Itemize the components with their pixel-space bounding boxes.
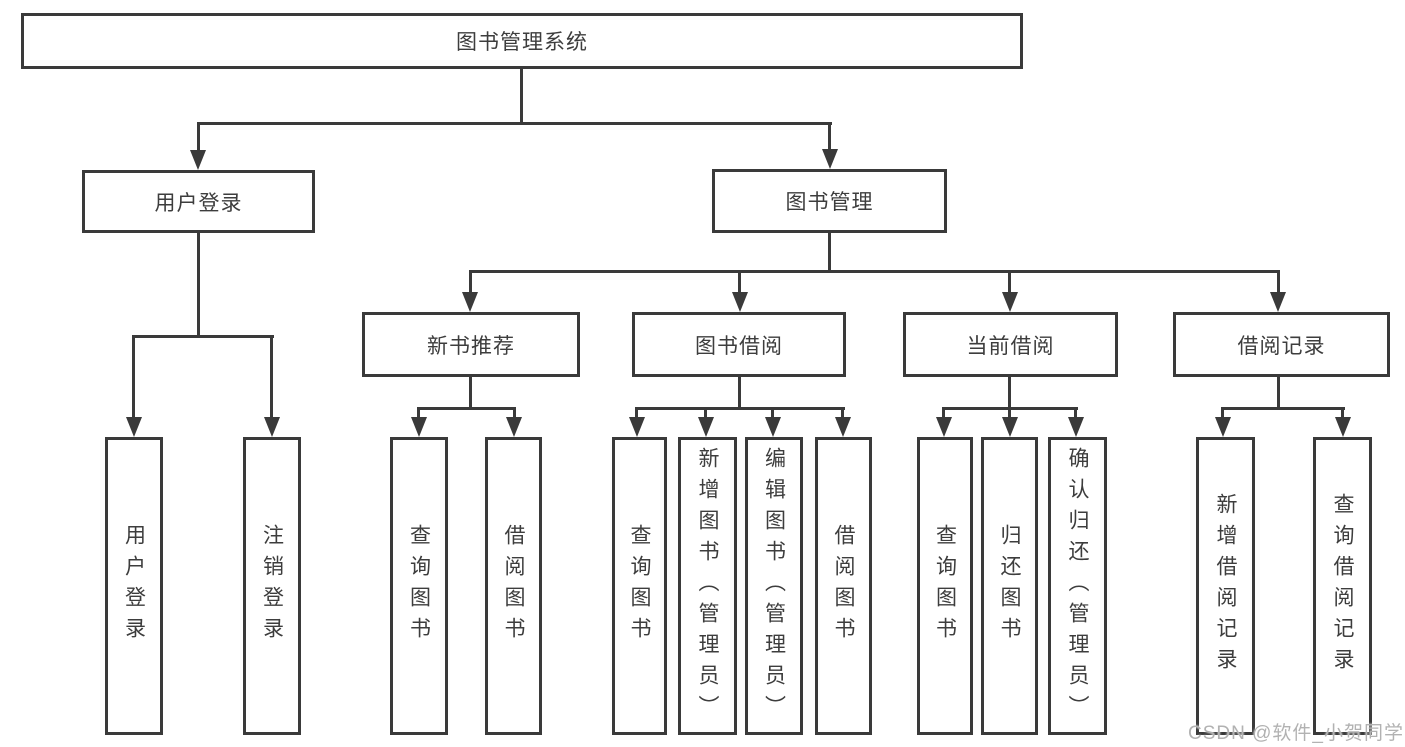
connector-mod1-leaf1-drop [417, 407, 420, 419]
connector-mod2-stem [738, 377, 741, 407]
node-book-mgmt-label: 图书管理 [785, 191, 874, 214]
connector-mod4-leaf1-drop [1221, 407, 1224, 419]
node-root: 图书管理系统 [21, 13, 1023, 69]
connector-mod4-drop [1277, 270, 1280, 292]
arrow-down-mod-current [1002, 292, 1018, 312]
connector-mod2-leaf3-drop [771, 407, 774, 419]
arrow-down-mod2-leaf1 [629, 417, 645, 437]
arrow-down-mod-new-book [462, 292, 478, 312]
connector-user-login-bar [133, 335, 274, 338]
node-current-borrow: 当前借阅 [903, 312, 1118, 377]
leaf-logout-label: 注销登录 [260, 524, 284, 648]
connector-leaf-logout-drop [270, 335, 273, 417]
arrow-down-mod2-leaf2 [698, 417, 714, 437]
connector-mod2-leaf4-drop [841, 407, 844, 419]
arrow-down-mod3-leaf1 [936, 417, 952, 437]
connector-book-mgmt-stem [828, 233, 831, 270]
connector-mod2-drop [738, 270, 741, 292]
connector-mod4-bar [1221, 407, 1345, 410]
connector-mod3-drop [1008, 270, 1011, 292]
leaf-edit-books-admin-label: 编辑图书（管理员） [762, 446, 786, 726]
arrow-down-mod2-leaf4 [835, 417, 851, 437]
leaf-query-books-current: 查询图书 [917, 437, 973, 735]
leaf-borrow-books-recommend-label: 借阅图书 [502, 524, 525, 648]
arrow-down-book-mgmt [822, 149, 838, 169]
connector-mod2-leaf1-drop [635, 407, 638, 419]
node-user-login-label: 用户登录 [154, 191, 243, 215]
node-book-borrow: 图书借阅 [632, 312, 846, 377]
arrow-down-mod2-leaf3 [765, 417, 781, 437]
leaf-query-borrow-record-label: 查询借阅记录 [1331, 493, 1354, 679]
leaf-add-borrow-record-label: 新增借阅记录 [1214, 493, 1237, 679]
leaf-query-books-recommend: 查询图书 [390, 437, 448, 735]
connector-mod1-leaf2-drop [513, 407, 516, 419]
leaf-query-books-current-label: 查询图书 [933, 524, 957, 648]
leaf-query-books-borrow-label: 查询图书 [628, 524, 651, 648]
leaf-query-books-recommend-label: 查询图书 [407, 524, 431, 648]
leaf-add-books-admin: 新增图书（管理员） [678, 437, 737, 735]
node-root-label: 图书管理系统 [456, 31, 588, 54]
arrow-down-mod-borrow [732, 292, 748, 312]
leaf-return-books-label: 归还图书 [998, 524, 1021, 648]
leaf-return-books: 归还图书 [981, 437, 1038, 735]
arrow-down-mod3-leaf3 [1068, 417, 1084, 437]
connector-mod2-bar [635, 407, 845, 410]
leaf-user-login: 用户登录 [105, 437, 163, 735]
watermark: CSDN @软件_小贺同学 [1188, 723, 1404, 744]
leaf-add-books-admin-label: 新增图书（管理员） [696, 446, 719, 726]
node-current-borrow-label: 当前借阅 [966, 334, 1055, 358]
connector-mod1-drop [469, 270, 472, 292]
leaf-edit-books-admin: 编辑图书（管理员） [745, 437, 803, 735]
leaf-query-books-borrow: 查询图书 [612, 437, 667, 735]
arrow-down-mod1-leaf1 [411, 417, 427, 437]
node-new-book-recommend-label: 新书推荐 [427, 334, 515, 358]
leaf-borrow-books: 借阅图书 [815, 437, 872, 735]
connector-mod1-stem [469, 377, 472, 407]
node-user-login: 用户登录 [82, 170, 315, 233]
leaf-query-borrow-record: 查询借阅记录 [1313, 437, 1372, 735]
arrow-down-user-login [190, 150, 206, 170]
node-borrow-records: 借阅记录 [1173, 312, 1390, 377]
leaf-logout: 注销登录 [243, 437, 301, 735]
connector-root-stem [520, 69, 523, 122]
leaf-user-login-label: 用户登录 [122, 524, 146, 648]
leaf-borrow-books-recommend: 借阅图书 [485, 437, 542, 735]
connector-user-login-drop [197, 122, 200, 150]
connector-mod1-bar [417, 407, 516, 410]
connector-book-mgmt-bar [469, 270, 1280, 273]
leaf-confirm-return-admin-label: 确认归还（管理员） [1066, 446, 1089, 726]
node-borrow-records-label: 借阅记录 [1237, 334, 1326, 358]
arrow-down-leaf-logout [264, 417, 280, 437]
arrow-down-mod1-leaf2 [506, 417, 522, 437]
arrow-down-leaf-login [126, 417, 142, 437]
node-book-borrow-label: 图书借阅 [695, 334, 783, 358]
connector-book-mgmt-drop [828, 122, 831, 150]
connector-mod4-stem [1277, 377, 1280, 407]
connector-mod3-leaf3-drop [1074, 407, 1077, 419]
connector-root-bar [197, 122, 832, 125]
arrow-down-mod3-leaf2 [1002, 417, 1018, 437]
node-book-mgmt: 图书管理 [712, 169, 947, 233]
arrow-down-mod4-leaf1 [1215, 417, 1231, 437]
node-new-book-recommend: 新书推荐 [362, 312, 580, 377]
arrow-down-mod-records [1270, 292, 1286, 312]
leaf-borrow-books-label: 借阅图书 [832, 524, 855, 648]
arrow-down-mod4-leaf2 [1335, 417, 1351, 437]
connector-mod3-stem [1008, 377, 1011, 408]
connector-user-login-stem [197, 233, 200, 335]
connector-mod3-leaf1-drop [942, 407, 945, 419]
leaf-add-borrow-record: 新增借阅记录 [1196, 437, 1255, 735]
leaf-confirm-return-admin: 确认归还（管理员） [1048, 437, 1107, 735]
connector-mod2-leaf2-drop [704, 407, 707, 419]
connector-leaf-login-drop [132, 335, 135, 417]
connector-mod4-leaf2-drop [1341, 407, 1344, 419]
connector-mod3-leaf2-drop [1008, 407, 1011, 419]
